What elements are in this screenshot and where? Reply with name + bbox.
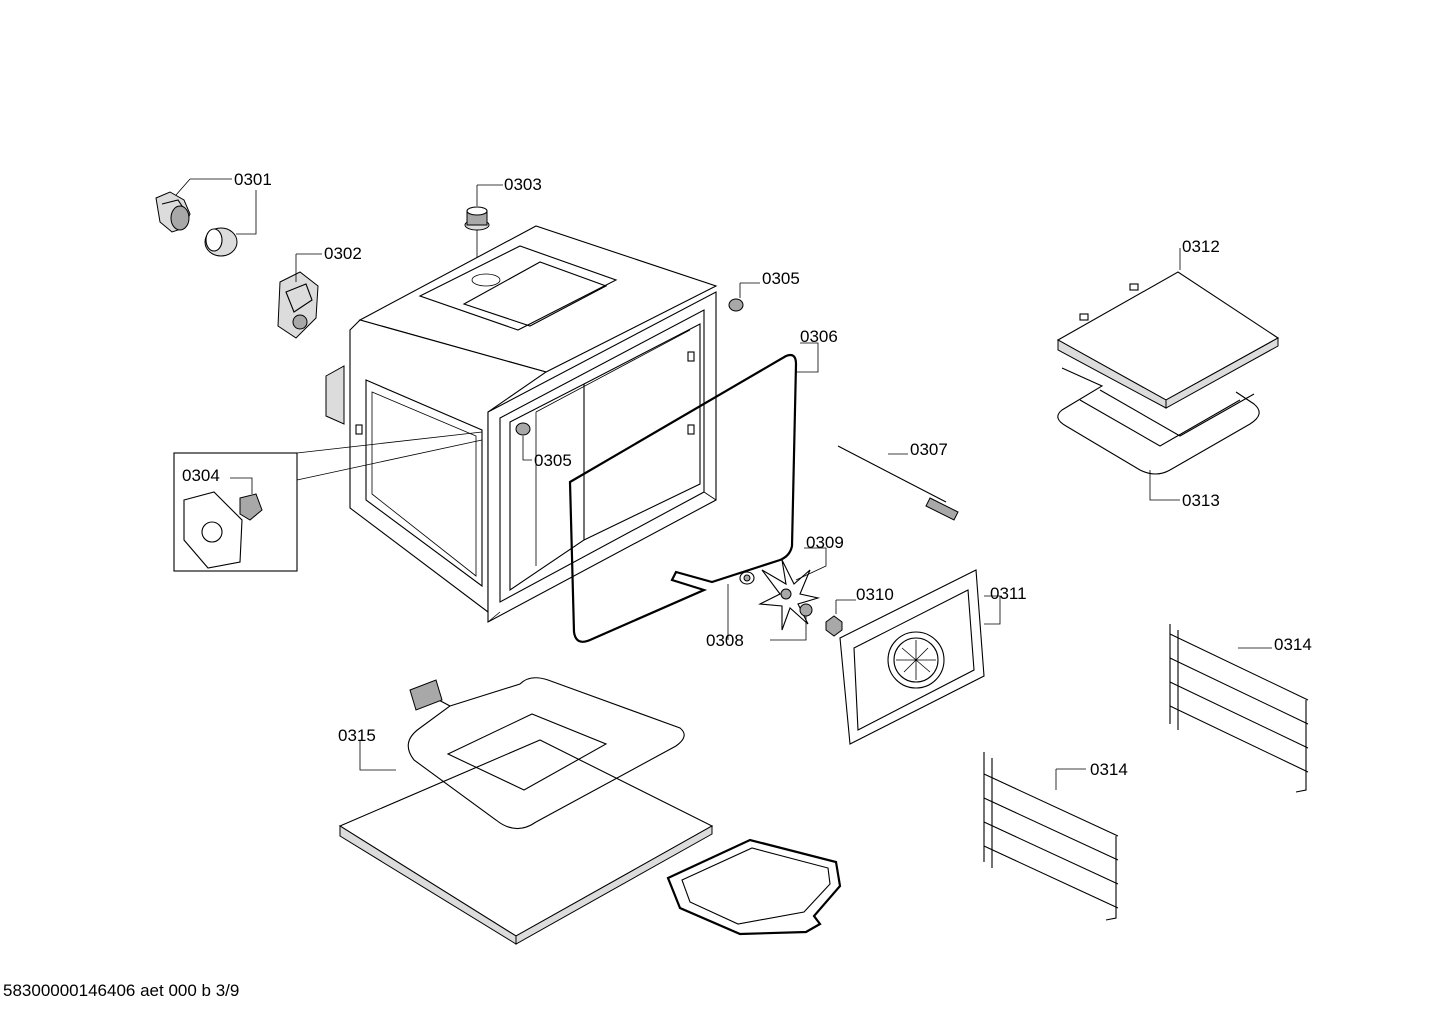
part-0307-temperature-sensor	[837, 445, 959, 521]
part-0315-bottom-heating-element	[338, 677, 714, 945]
label-0313: 0313	[1182, 491, 1220, 510]
label-0305-top: 0305	[762, 269, 800, 288]
label-0301: 0301	[234, 170, 272, 189]
part-0310-nut	[825, 599, 856, 637]
label-0303: 0303	[504, 175, 542, 194]
document-footer-id: 58300000146406 aet 000 b 3/9	[3, 981, 240, 1000]
label-0309: 0309	[806, 533, 844, 552]
part-0304-detail-inset	[173, 431, 483, 572]
label-0304: 0304	[182, 466, 220, 485]
part-0305-fastener-front	[515, 422, 532, 461]
part-0301-lamp-assembly	[155, 178, 257, 257]
label-0314-right: 0314	[1274, 635, 1312, 654]
label-0312: 0312	[1182, 237, 1220, 256]
part-0313-top-heating-element	[1057, 367, 1260, 501]
part-0314-side-rack-right	[1169, 624, 1309, 793]
part-0306-door-seal	[568, 342, 819, 643]
label-0310: 0310	[856, 585, 894, 604]
label-0314-left: 0314	[1090, 760, 1128, 779]
label-0305-front: 0305	[534, 451, 572, 470]
part-0308-washer	[727, 571, 755, 640]
part-0312-top-cover	[1056, 248, 1280, 409]
part-0305-fastener-top	[728, 282, 760, 312]
part-0311-rear-fan-cover	[839, 569, 1001, 745]
part-0302-fan-motor	[277, 253, 322, 339]
label-0302: 0302	[324, 244, 362, 263]
part-oven-cavity	[325, 225, 718, 623]
part-0314-side-rack-left	[983, 752, 1119, 921]
part-floor-gasket	[666, 838, 842, 936]
label-0306: 0306	[800, 327, 838, 346]
label-0308: 0308	[706, 631, 744, 650]
label-0307: 0307	[910, 440, 948, 459]
part-0303-top-fitting	[464, 184, 503, 270]
label-0315: 0315	[338, 726, 376, 745]
label-0311: 0311	[990, 584, 1027, 603]
part-0309-fan-wheel	[758, 547, 827, 641]
